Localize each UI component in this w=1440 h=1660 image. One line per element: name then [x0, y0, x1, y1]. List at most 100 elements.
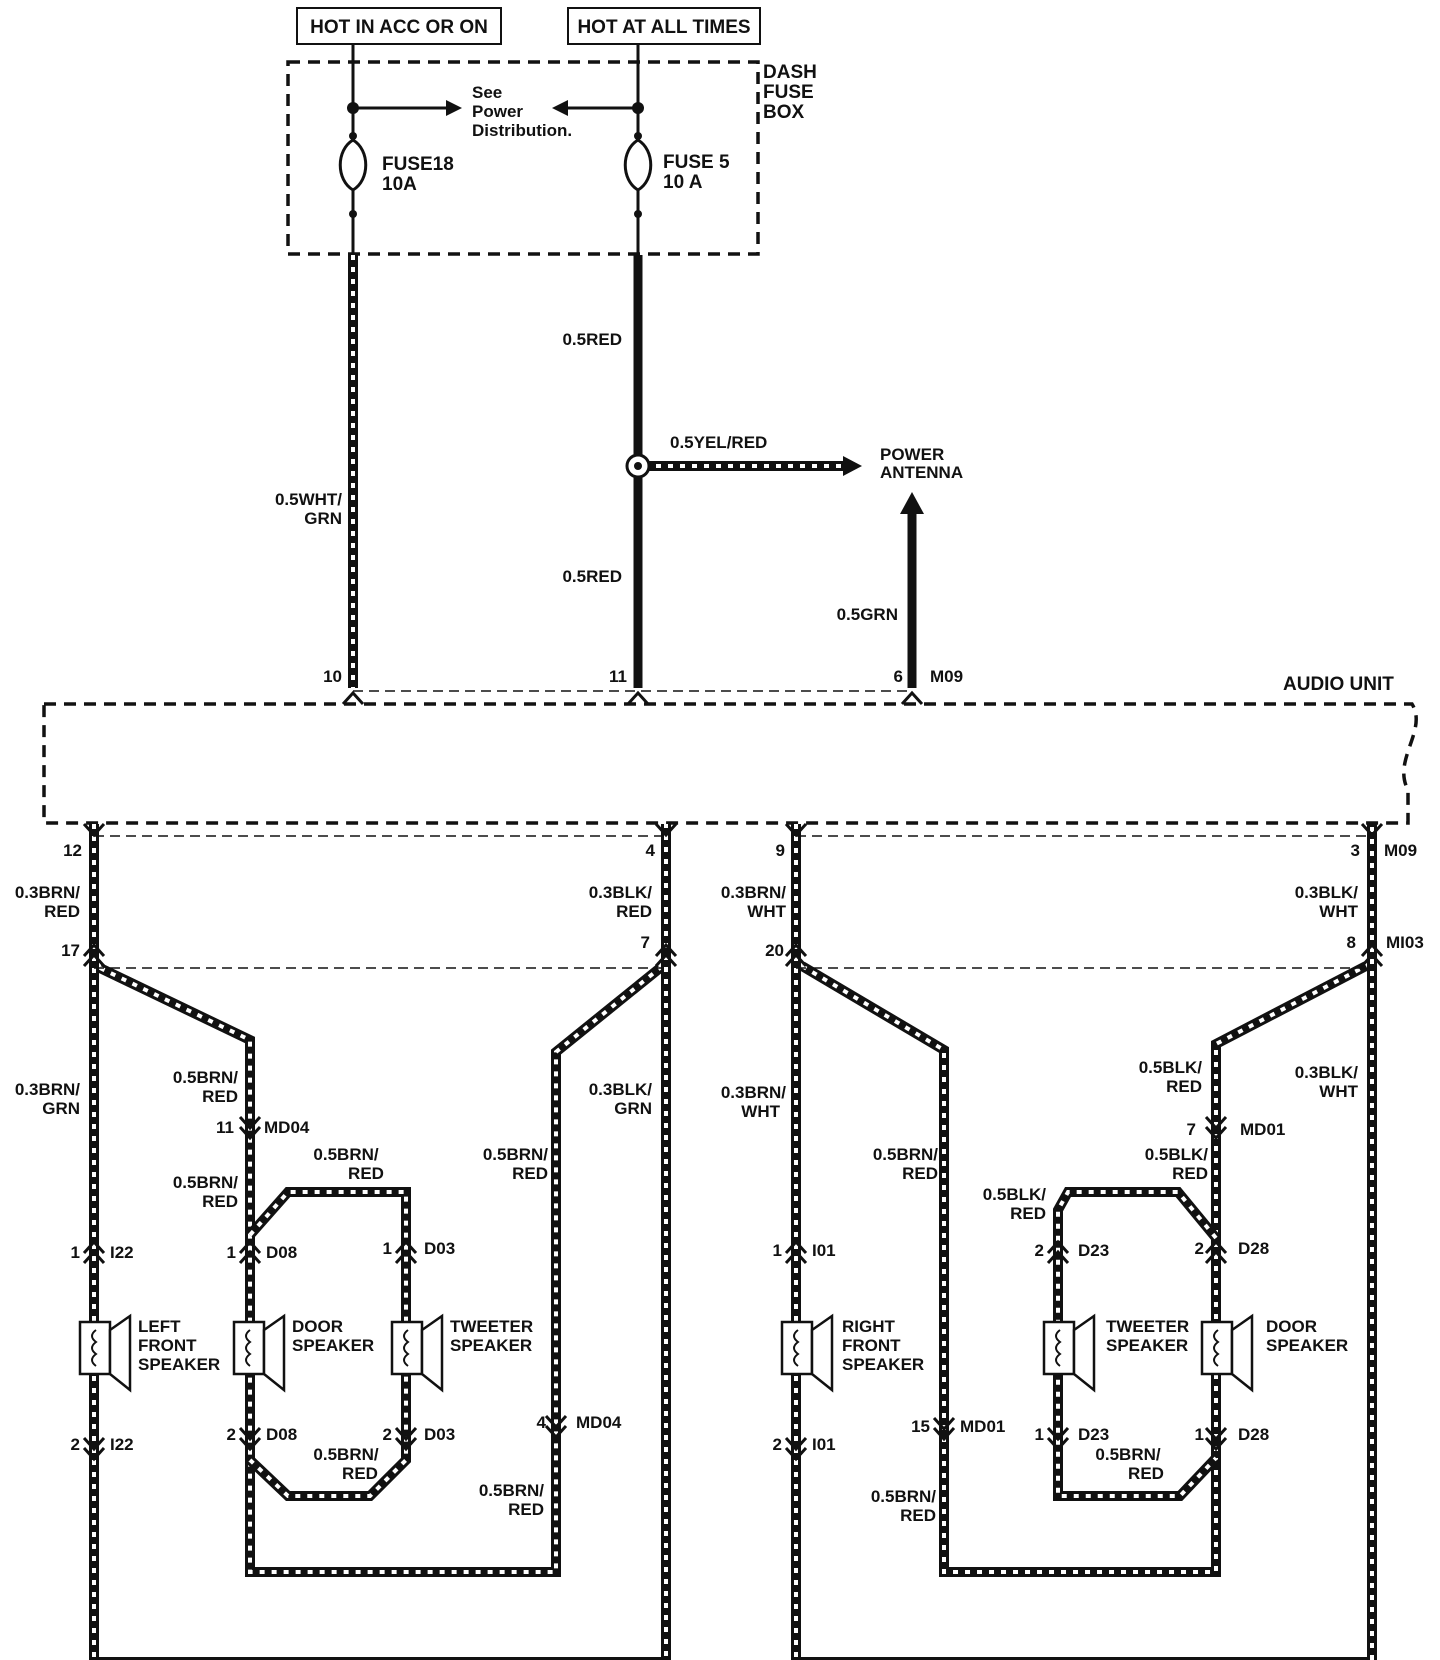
- conn-d03: D03: [424, 1239, 455, 1258]
- hot-in-acc-label: HOT IN ACC OR ON: [296, 7, 502, 45]
- wire-label: RED: [508, 1500, 544, 1519]
- spk-label: TWEETER: [450, 1317, 533, 1336]
- wire-label: WHT: [741, 1102, 780, 1121]
- wire-label: RED: [342, 1464, 378, 1483]
- wire-label-wht-grn-1: 0.5WHT/: [275, 490, 342, 509]
- spk-label: FRONT: [138, 1336, 197, 1355]
- fuse18-rating: 10A: [382, 174, 417, 195]
- antenna-label-1: POWER: [880, 445, 944, 464]
- wire-label: RED: [512, 1164, 548, 1183]
- pin-8: 8: [1347, 933, 1356, 952]
- wire-label: RED: [1166, 1077, 1202, 1096]
- conn-d03: D03: [424, 1425, 455, 1444]
- pin-label: 2: [773, 1435, 782, 1454]
- conn-md04: MD04: [576, 1413, 622, 1432]
- wire-label: WHT: [747, 902, 786, 921]
- wire-label: 0.3BLK/: [1295, 883, 1359, 902]
- wire-label: 0.5BRN/: [173, 1068, 238, 1087]
- wire-label-yel-red: 0.5YEL/RED: [670, 433, 767, 452]
- left-door-speaker-icon: [232, 1313, 286, 1393]
- right-tweeter-speaker-icon: [1042, 1313, 1096, 1393]
- pin-20: 20: [765, 941, 784, 960]
- wire-left-loop: [248, 1190, 408, 1498]
- wire-label: 0.5BRN/: [479, 1481, 544, 1500]
- conn-i01: I01: [812, 1241, 836, 1260]
- pin-3: 3: [1351, 841, 1360, 860]
- conn-md04: MD04: [264, 1118, 310, 1137]
- pin-17: 17: [61, 941, 80, 960]
- right-door-speaker-icon: [1200, 1313, 1254, 1393]
- see-text-3: Distribution.: [472, 121, 572, 140]
- hot-at-all-times-label: HOT AT ALL TIMES: [567, 7, 761, 45]
- see-text-1: See: [472, 83, 502, 102]
- antenna-label-2: ANTENNA: [880, 463, 963, 482]
- wire-label: RED: [1128, 1464, 1164, 1483]
- spk-label: LEFT: [138, 1317, 181, 1336]
- wire-label-grn: 0.5GRN: [837, 605, 898, 624]
- pin-label: 2: [71, 1435, 80, 1454]
- wire-label: RED: [902, 1164, 938, 1183]
- fuse5-name: FUSE 5: [663, 152, 730, 173]
- fusebox-title-1: DASH: [763, 62, 817, 83]
- pin-label: 1: [71, 1243, 80, 1262]
- wire-label: 0.3BLK/: [1295, 1063, 1359, 1082]
- pin-label: 1: [773, 1241, 782, 1260]
- pin-label: 1: [1195, 1425, 1204, 1444]
- spk-label: SPEAKER: [292, 1336, 374, 1355]
- pin-10: 10: [323, 667, 342, 686]
- spk-label: TWEETER: [1106, 1317, 1189, 1336]
- left-tweeter-speaker-icon: [390, 1313, 444, 1393]
- wire-label: 0.5BRN/: [313, 1145, 378, 1164]
- spk-label: SPEAKER: [138, 1355, 220, 1374]
- pin-12: 12: [63, 841, 82, 860]
- wire-label: 0.5BRN/: [483, 1145, 548, 1164]
- wire-label: RED: [900, 1506, 936, 1525]
- pin-9: 9: [776, 841, 785, 860]
- wire-label: 0.5BLK/: [1139, 1058, 1203, 1077]
- dash-fuse-box: DASH FUSE BOX See Power Distribution. FU…: [286, 44, 817, 256]
- wire-label: RED: [202, 1192, 238, 1211]
- right-speaker-circuit: [780, 822, 1384, 1660]
- see-text-2: Power: [472, 102, 523, 121]
- wire-label: 0.5BLK/: [1145, 1145, 1209, 1164]
- pin-label: 2: [383, 1425, 392, 1444]
- wire-label: 0.3BRN/: [15, 1080, 80, 1099]
- hot-at-all-times-text: HOT AT ALL TIMES: [577, 17, 750, 38]
- pin-7: 7: [641, 933, 650, 952]
- wire-label-red-upper: 0.5RED: [562, 330, 622, 349]
- pin-label: 1: [1035, 1425, 1044, 1444]
- wire-label: 0.5BRN/: [873, 1145, 938, 1164]
- wire-label: WHT: [1319, 1082, 1358, 1101]
- conn-d28: D28: [1238, 1425, 1269, 1444]
- fuse5-icon: [623, 138, 653, 192]
- connector-icon: [626, 690, 650, 706]
- wire-left-outer: [92, 824, 668, 1660]
- wire-label: 0.5BRN/: [313, 1445, 378, 1464]
- connector-icon: [341, 690, 365, 706]
- wire-label: RED: [202, 1087, 238, 1106]
- conn-i22: I22: [110, 1435, 134, 1454]
- arrow-up-icon: [900, 492, 924, 514]
- conn-md01: MD01: [960, 1417, 1005, 1436]
- wire-label: WHT: [1319, 902, 1358, 921]
- pin-label: 11: [216, 1118, 234, 1137]
- conn-m09-bottom: M09: [1384, 841, 1417, 860]
- spk-label: SPEAKER: [1106, 1336, 1188, 1355]
- conn-d08: D08: [266, 1425, 297, 1444]
- wire-label: RED: [1172, 1164, 1208, 1183]
- pin-11: 11: [609, 667, 627, 686]
- wire-label: 0.5BRN/: [1095, 1445, 1160, 1464]
- pin-label: 1: [227, 1243, 236, 1262]
- conn-d08: D08: [266, 1243, 297, 1262]
- pin-label: 1: [383, 1239, 392, 1258]
- wire-label: 0.3BRN/: [721, 1083, 786, 1102]
- fuse5-rating: 10 A: [663, 172, 703, 193]
- wire-label-red-lower: 0.5RED: [562, 567, 622, 586]
- conn-mi03: MI03: [1386, 933, 1424, 952]
- pin-label: 7: [1187, 1120, 1196, 1139]
- pin-4: 4: [646, 841, 656, 860]
- spk-label: FRONT: [842, 1336, 901, 1355]
- spk-label: SPEAKER: [450, 1336, 532, 1355]
- arrow-left-icon: [552, 100, 568, 116]
